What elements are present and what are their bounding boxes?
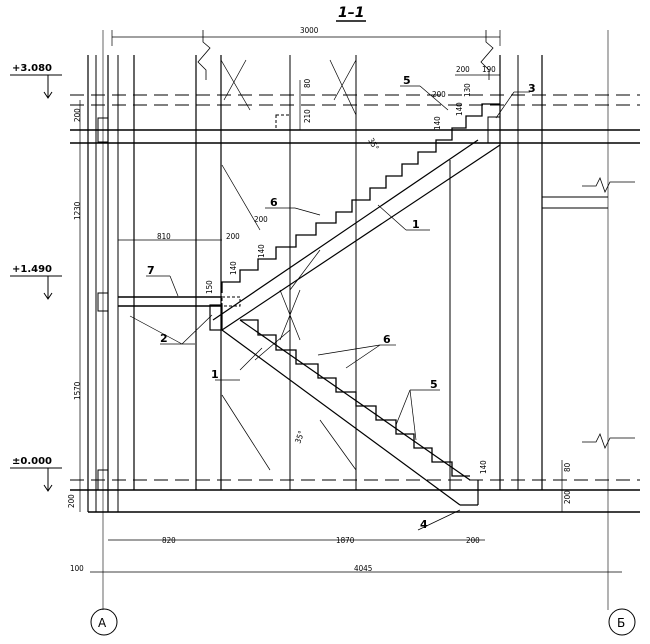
dim-top-total: 3000 [300,26,319,35]
section-title: 1–1 [338,5,364,21]
dim-left-200-bot: 200 [67,494,76,508]
dim-bot-200: 200 [466,536,480,545]
callout-4: 4 [420,518,428,531]
dim-200-top: 200 [432,90,446,99]
level-1490: +1.490 [12,264,52,275]
axis-label-a: А [98,616,107,630]
dim-140-a: 140 [455,102,464,116]
dim-810: 810 [157,232,171,241]
axis-bubble-a [90,608,118,636]
frame [70,55,640,513]
dim-130: 130 [463,83,472,97]
steps-upper [221,103,500,293]
angle-upper: 35° [366,137,380,153]
dim-bot-1870: 1870 [336,536,355,545]
dim-80-top: 80 [303,78,312,88]
callout-3: 3 [528,82,536,95]
bracing [220,59,357,471]
dim-140-mid: 140 [257,244,266,258]
callout-5-upper: 5 [403,74,411,87]
callout-6-upper: 6 [270,196,278,209]
dim-top-190: 190 [482,65,496,74]
dim-140-land: 140 [229,261,238,275]
dim-top-200: 200 [456,65,470,74]
dim-right-200: 200 [563,490,572,504]
axis-label-b: Б [617,616,625,630]
dim-bot-100: 100 [70,564,84,573]
level-3080: +3.080 [12,63,52,74]
axis-bubble-b [608,608,636,636]
angle-lower: 35° [293,430,306,445]
stringers [209,139,501,506]
callout-5-lower: 5 [430,378,438,391]
dim-200-mid: 200 [254,215,268,224]
level-markers [10,74,62,492]
level-0000: ±0.000 [12,456,52,467]
dim-140-b: 140 [433,116,442,130]
dim-left-1570: 1570 [73,381,82,400]
dim-150: 150 [205,280,214,294]
callout-7: 7 [147,264,155,277]
dim-bot-4045: 4045 [354,564,372,573]
dim-left-200-top: 200 [73,108,82,122]
dimension-lines [79,30,622,573]
dim-bot-820: 820 [162,536,176,545]
dim-200-land: 200 [226,232,240,241]
callout-6-lower: 6 [383,333,391,346]
dim-left-1230: 1230 [73,201,82,220]
callout-2: 2 [160,332,168,345]
callout-1-upper: 1 [412,218,420,231]
steps-lower [240,319,470,477]
callout-leaders [129,85,530,531]
dim-210: 210 [303,109,312,123]
dim-right-80: 80 [563,462,572,472]
break-marks [197,30,635,450]
callout-1-lower: 1 [211,368,219,381]
dim-140-bot: 140 [479,460,488,474]
